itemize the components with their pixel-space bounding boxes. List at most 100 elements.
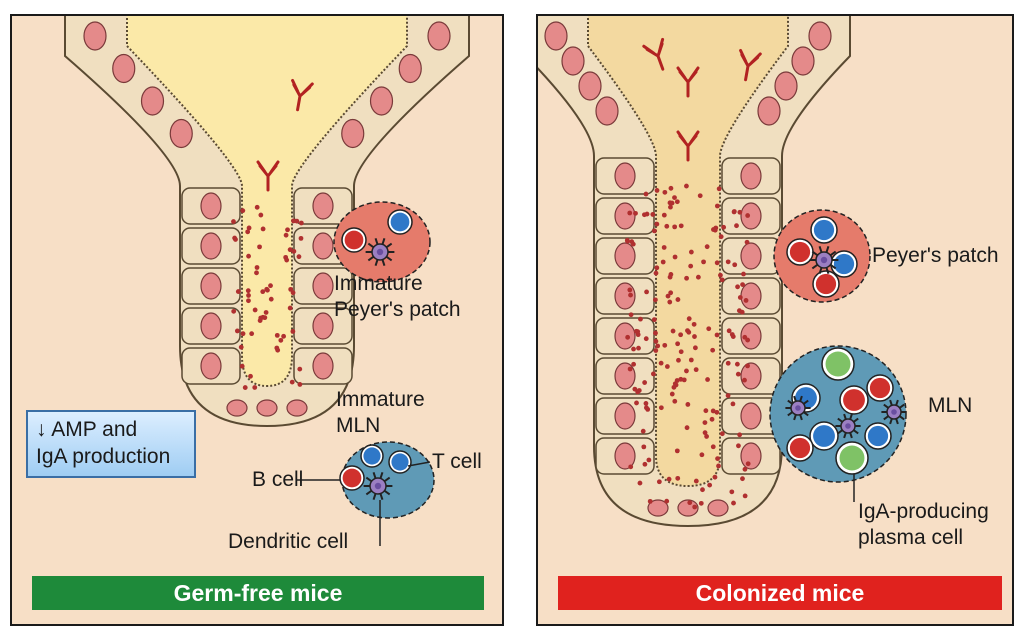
bacterium-dot <box>710 444 716 450</box>
bacterium-dot <box>668 185 674 191</box>
bacterium-dot <box>667 299 673 305</box>
bacterium-dot <box>288 286 294 292</box>
bacterium-dot <box>248 373 253 379</box>
lumen <box>587 16 789 488</box>
bacterium-dot <box>661 245 667 250</box>
nucleus <box>312 232 334 260</box>
bacterium-dot <box>684 275 689 281</box>
bacterium-dot <box>654 188 660 193</box>
bacterium-dot <box>238 344 244 350</box>
bacterium-dot <box>662 342 668 348</box>
bacterium-dot <box>655 343 661 349</box>
dendritic-cell-icon <box>835 413 861 439</box>
bacterium-dot <box>264 286 270 292</box>
b-cell-icon-core <box>815 273 837 295</box>
bacterium-dot <box>735 371 741 377</box>
bacterium-dot <box>718 234 724 240</box>
nucleus <box>614 362 636 390</box>
antibody-icon <box>256 160 280 192</box>
antibody-icon <box>676 66 700 98</box>
bacterium-dot <box>283 254 289 260</box>
bacterium-dot <box>298 235 304 241</box>
bacterium-dot <box>741 271 746 277</box>
b-cell-icon-core <box>843 389 865 411</box>
bacterium-dot <box>711 227 716 232</box>
bacterium-dot <box>290 329 296 334</box>
bacterium-dot <box>652 228 657 234</box>
bacterium-dot <box>651 317 657 323</box>
bacterium-dot <box>274 332 280 338</box>
bacterium-dot <box>643 336 649 342</box>
nucleus <box>677 499 699 517</box>
bacterium-dot <box>260 289 266 295</box>
bacterium-dot <box>671 384 677 390</box>
nucleus <box>614 202 636 230</box>
bacterium-dot <box>646 457 652 463</box>
bacterium-dot <box>661 212 667 218</box>
iga-producing-label: IgA-producing <box>858 500 989 523</box>
bacterium-dot <box>665 293 671 299</box>
bacterium-dot <box>246 225 252 231</box>
bacterium-dot <box>742 377 747 383</box>
bacterium-dot <box>640 428 646 434</box>
b-cell-icon-core <box>344 230 364 250</box>
nucleus <box>200 352 222 380</box>
nucleus <box>341 118 365 149</box>
bacterium-dot <box>666 476 672 482</box>
nucleus <box>369 86 394 116</box>
bacterium-dot <box>643 191 649 197</box>
bacterium-dot <box>692 504 698 510</box>
bacterium-dot <box>632 386 638 392</box>
bacterium-dot <box>234 328 240 334</box>
bacterium-dot <box>254 204 260 210</box>
bacterium-dot <box>246 253 251 259</box>
bacterium-dot <box>684 368 689 374</box>
bacterium-dot <box>290 290 296 296</box>
bacterium-dot <box>702 420 708 425</box>
bacterium-dot <box>740 476 745 482</box>
nucleus <box>544 21 568 51</box>
nucleus <box>614 442 636 470</box>
bacterium-dot <box>674 448 680 454</box>
bacterium-dot <box>268 283 273 289</box>
bacterium-dot <box>734 223 739 229</box>
amp-iga-production-box: ↓ AMP and IgA production <box>26 410 196 478</box>
bacterium-dot <box>644 289 649 295</box>
bacterium-dot <box>675 475 681 481</box>
bacterium-dot <box>636 345 641 351</box>
bacterium-dot <box>656 479 662 485</box>
bacterium-dot <box>706 326 712 332</box>
bacteria-dots <box>624 183 751 510</box>
plasma-cell-label: plasma cell <box>858 526 964 549</box>
nucleus <box>740 202 762 230</box>
bacterium-dot <box>693 478 699 484</box>
bacterium-dot <box>742 493 748 499</box>
bacterium-dot <box>658 405 664 411</box>
bacterium-dot <box>715 456 720 462</box>
germ-free-crypt-illustration <box>64 16 470 546</box>
bacterium-dot <box>287 247 293 253</box>
antibody-icon <box>291 78 314 112</box>
nucleus <box>740 362 762 390</box>
bacterium-dot <box>645 406 651 412</box>
bacterium-dot <box>684 425 690 431</box>
bacterium-dot <box>664 364 670 369</box>
dendritic-cell-icon <box>809 245 839 275</box>
bacterium-dot <box>249 331 255 337</box>
bacterium-dot <box>252 385 258 390</box>
bacterium-dot <box>653 270 659 276</box>
mln-mature <box>769 345 907 483</box>
nucleus <box>226 399 248 417</box>
bacterium-dot <box>688 357 694 363</box>
bacterium-dot <box>252 307 258 313</box>
plasma-cell-icon-core <box>825 351 851 377</box>
nucleus <box>791 46 815 76</box>
bacterium-dot <box>686 316 692 322</box>
bacterium-dot <box>246 298 251 304</box>
antibody-icon <box>642 37 665 71</box>
bacterium-dot <box>736 443 741 449</box>
bacterium-dot <box>742 466 748 472</box>
nucleus <box>427 21 451 51</box>
bacterium-dot <box>685 402 691 407</box>
bacterium-dot <box>245 229 251 235</box>
